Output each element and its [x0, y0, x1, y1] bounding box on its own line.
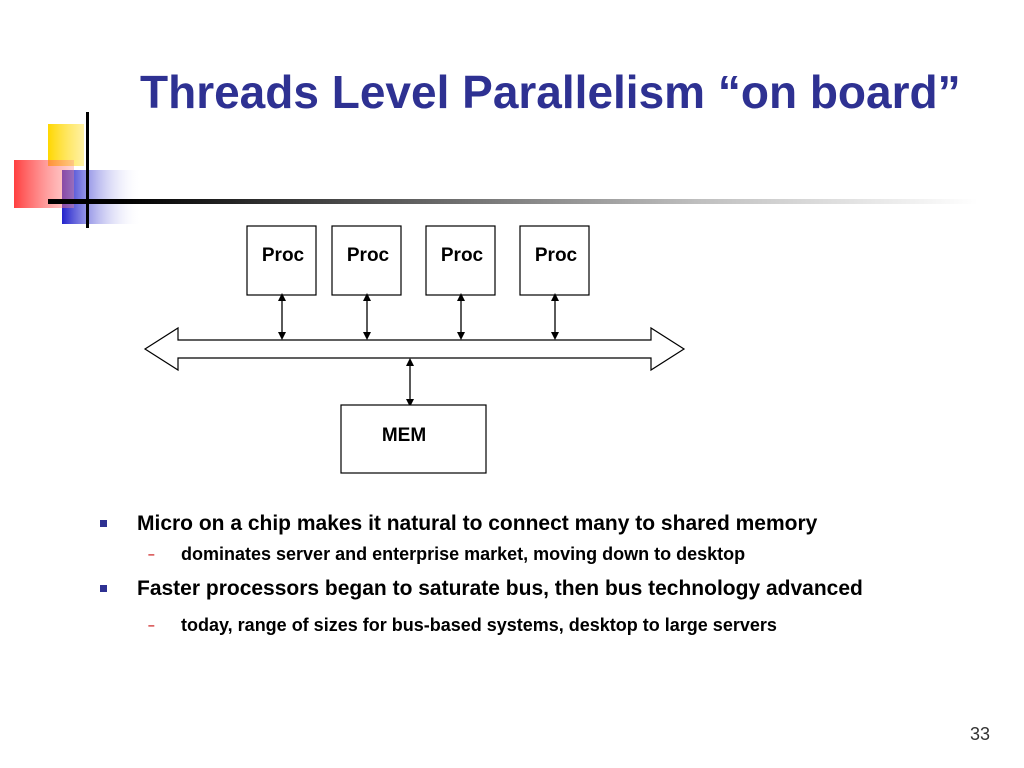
memory-label: MEM — [382, 425, 426, 446]
deco-blue-square — [62, 170, 142, 224]
processor-box: Proc — [331, 225, 402, 296]
page-number: 33 — [969, 724, 990, 744]
bullet-item: Micro on a chip makes it natural to conn… — [100, 508, 1000, 539]
sub-bullet-text: dominates server and enterprise market, … — [181, 544, 746, 564]
bus-diagram: Proc Proc Proc Proc MEM — [143, 225, 686, 474]
memory-box: MEM — [340, 404, 487, 474]
bullet-text: Faster processors began to saturate bus,… — [137, 577, 863, 600]
dash-icon: – — [148, 547, 155, 561]
shared-bus — [143, 326, 686, 372]
bullet-square-icon — [100, 520, 107, 527]
bullet-list: Micro on a chip makes it natural to conn… — [100, 508, 1000, 638]
processor-box: Proc — [425, 225, 496, 296]
bullet-square-icon — [100, 585, 107, 592]
title-divider — [48, 199, 978, 204]
deco-yellow-square — [48, 124, 84, 166]
processor-label: Proc — [535, 245, 578, 266]
processor-label: Proc — [347, 245, 390, 266]
bullet-item: Faster processors began to saturate bus,… — [100, 573, 1000, 604]
sub-bullet-item: – dominates server and enterprise market… — [100, 541, 1000, 567]
bullet-text: Micro on a chip makes it natural to conn… — [137, 512, 818, 535]
processor-label: Proc — [441, 245, 484, 266]
deco-vertical-line — [86, 112, 89, 228]
processor-box: Proc — [519, 225, 590, 296]
sub-bullet-text: today, range of sizes for bus-based syst… — [181, 615, 777, 635]
sub-bullet-item: – today, range of sizes for bus-based sy… — [100, 612, 1000, 638]
dash-icon: – — [148, 618, 155, 632]
processor-label: Proc — [262, 245, 305, 266]
processor-box: Proc — [246, 225, 317, 296]
slide-title: Threads Level Parallelism “on board” — [140, 66, 961, 118]
